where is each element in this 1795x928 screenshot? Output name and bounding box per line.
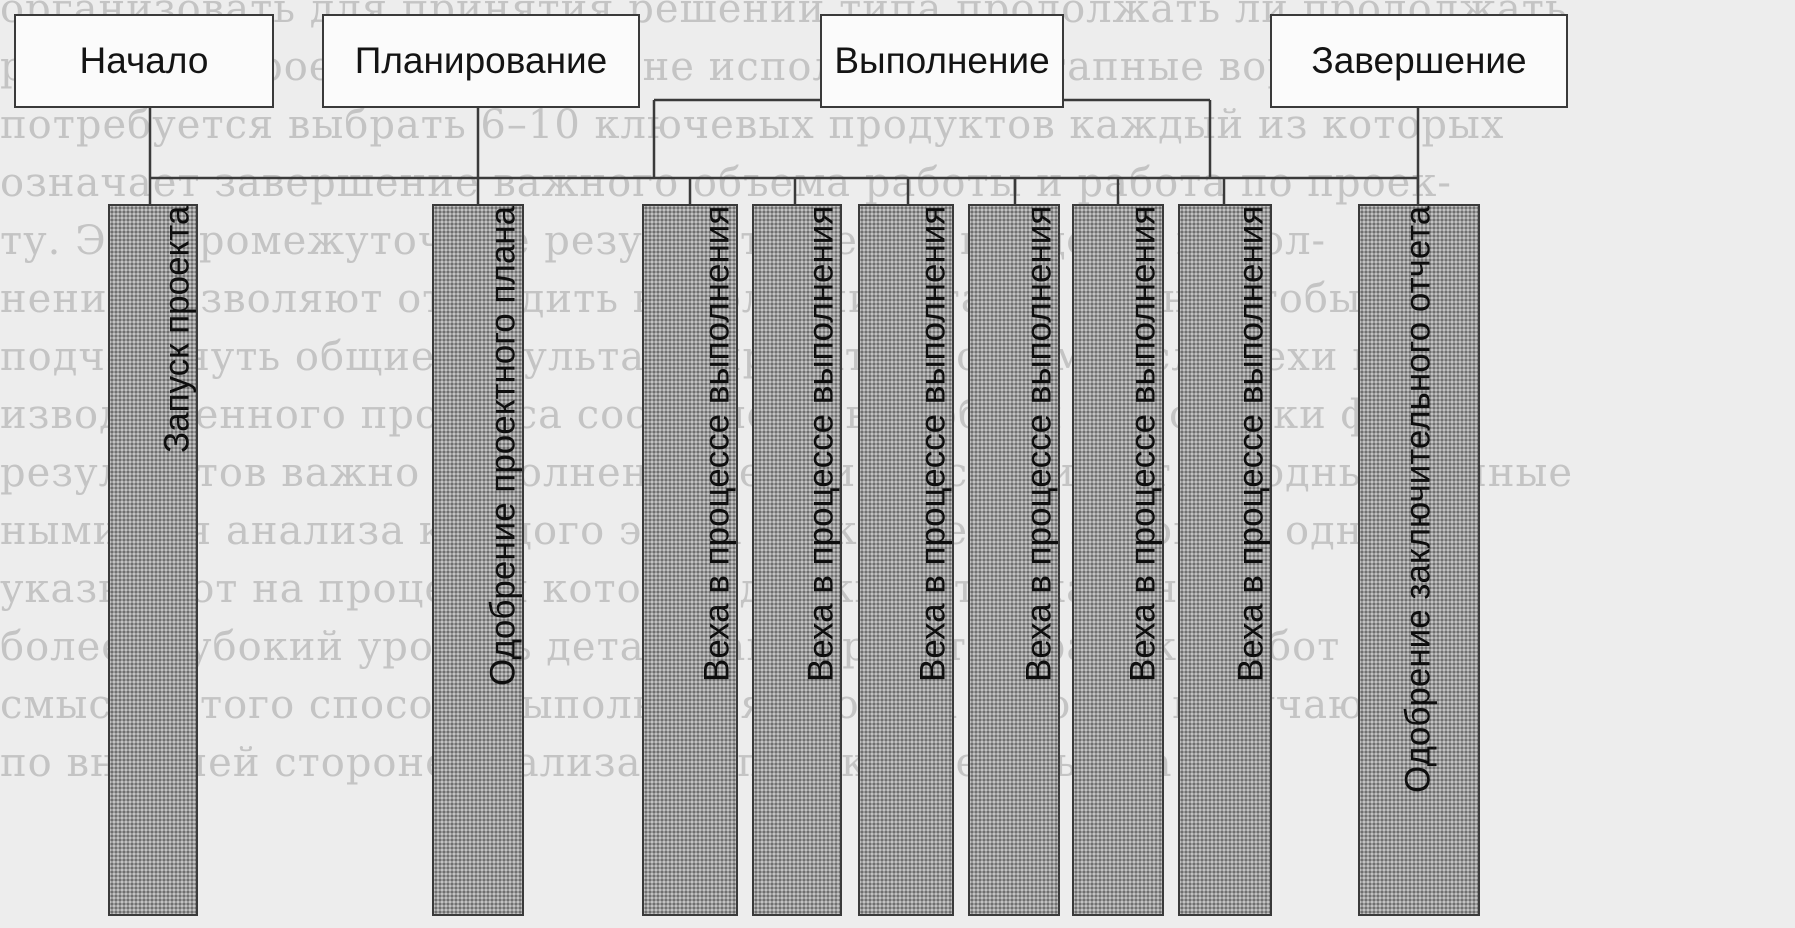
phase-box-closing: Завершение [1270, 14, 1568, 108]
milestone-box: Веха в процессе выполнения [1072, 204, 1164, 916]
milestone-label: Одобрение проектного плана [483, 206, 523, 687]
milestone-label: Веха в процессе выполнения [1231, 206, 1271, 683]
milestone-box: Веха в процессе выполнения [752, 204, 842, 916]
milestone-label: Веха в процессе выполнения [697, 206, 737, 683]
phase-label: Планирование [354, 40, 608, 81]
milestone-box: Одобрение заключительного отчета [1358, 204, 1480, 916]
phase-box-planning: Планирование [322, 14, 640, 108]
phase-box-start: Начало [14, 14, 274, 108]
phase-label: Завершение [1311, 40, 1527, 81]
milestone-box: Веха в процессе выполнения [968, 204, 1060, 916]
milestone-label: Веха в процессе выполнения [801, 206, 841, 683]
milestone-label: Веха в процессе выполнения [1123, 206, 1163, 683]
milestone-box: Одобрение проектного плана [432, 204, 524, 916]
milestone-label: Веха в процессе выполнения [913, 206, 953, 683]
milestone-label: Одобрение заключительного отчета [1398, 206, 1438, 794]
milestone-box: Веха в процессе выполнения [642, 204, 738, 916]
phase-box-execution: Выполнение [820, 14, 1064, 108]
phase-label: Выполнение [834, 40, 1050, 81]
bleed-line: потребуется выбрать 6–10 ключевых продук… [0, 102, 1505, 148]
milestone-box: Веха в процессе выполнения [1178, 204, 1272, 916]
phase-label: Начало [79, 40, 209, 81]
milestone-label: Веха в процессе выполнения [1019, 206, 1059, 683]
milestone-box: Запуск проекта [108, 204, 198, 916]
milestone-label: Запуск проекта [157, 206, 197, 454]
milestone-box: Веха в процессе выполнения [858, 204, 954, 916]
